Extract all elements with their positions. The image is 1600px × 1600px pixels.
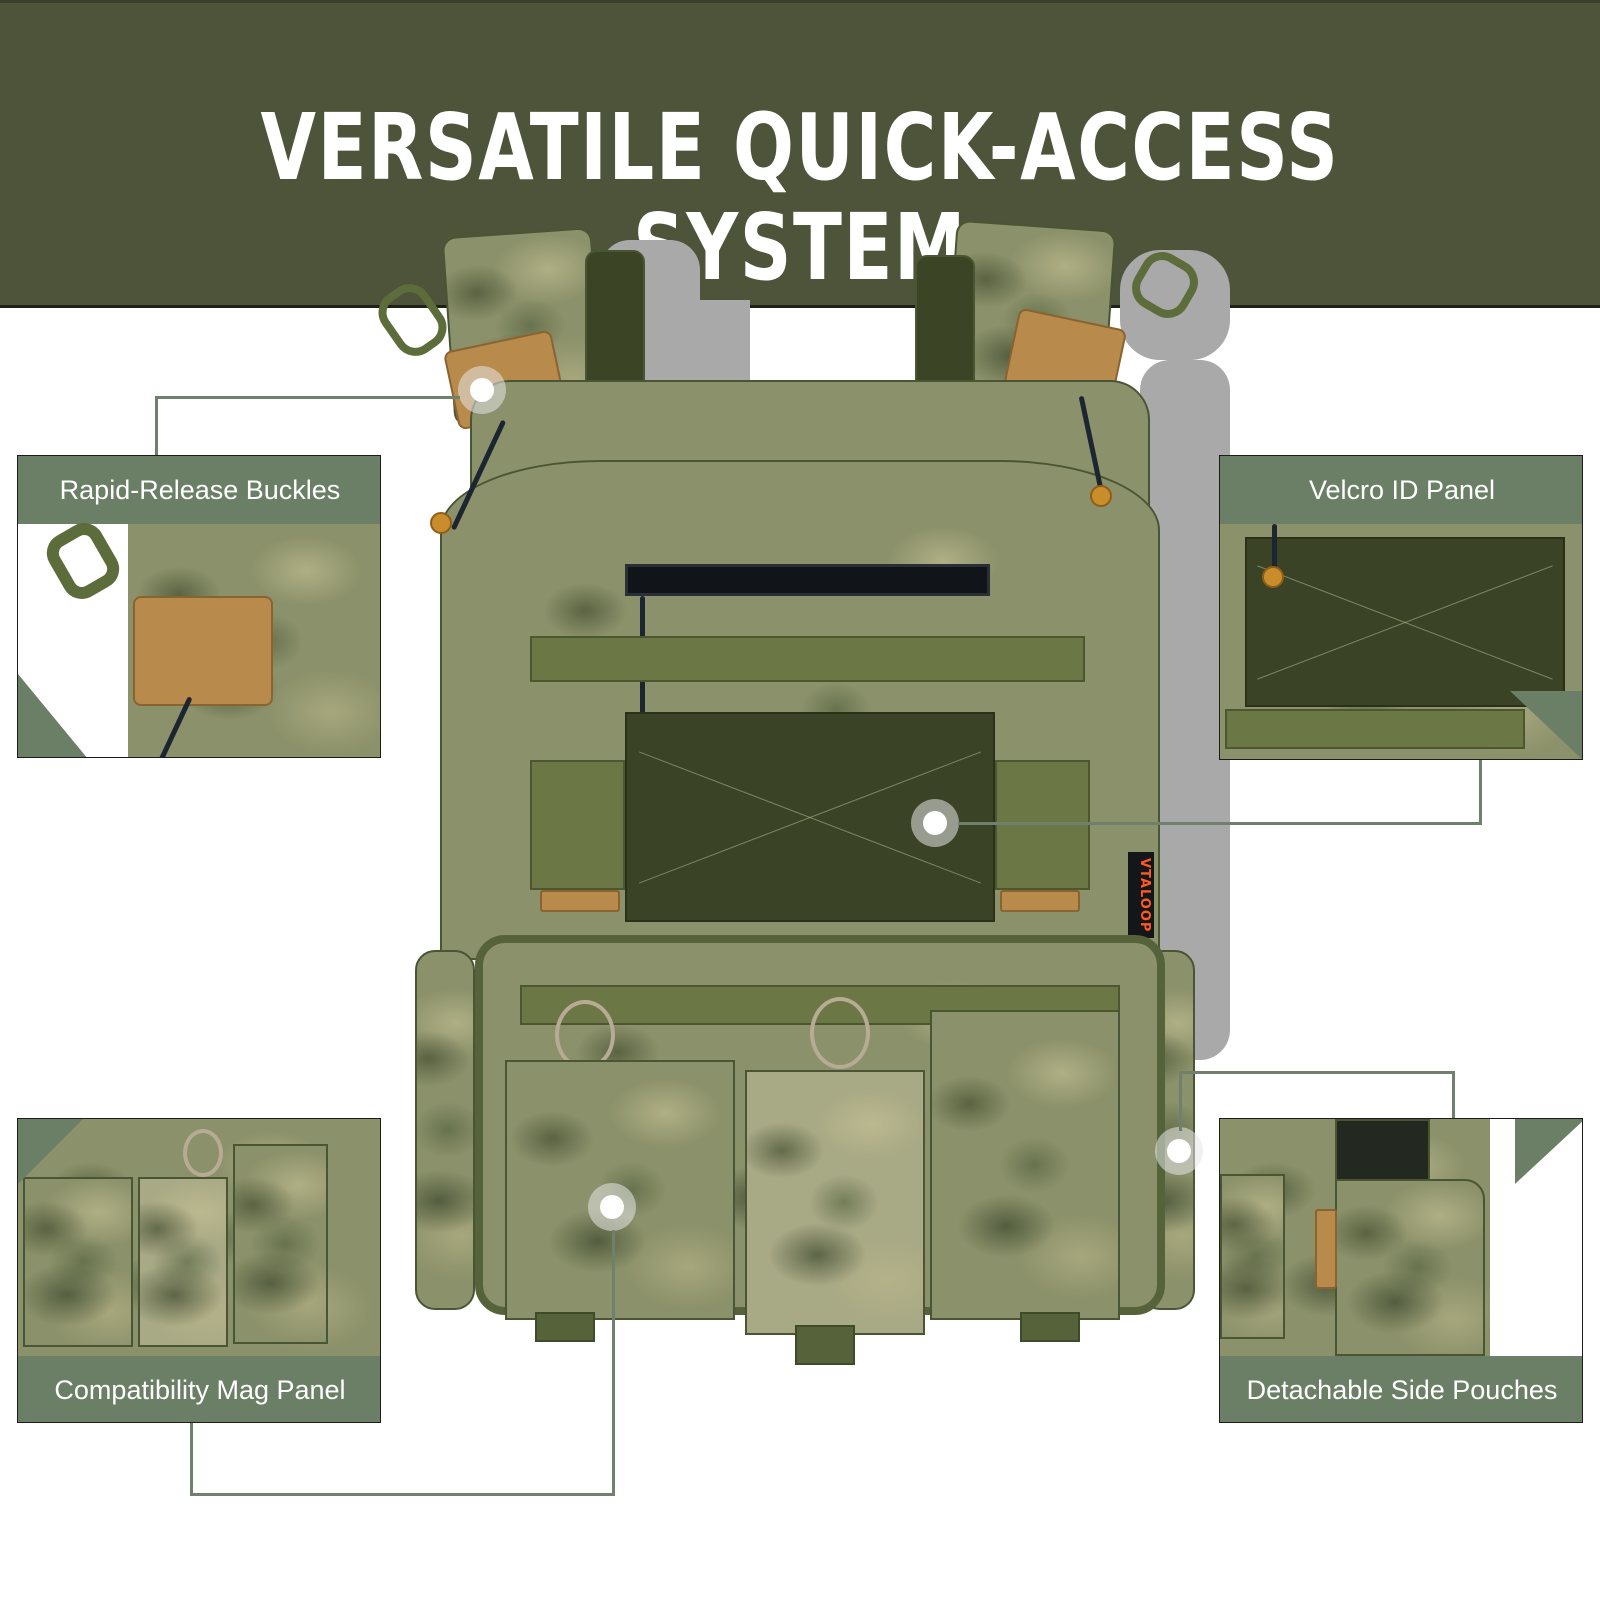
bottom-tab (1020, 1312, 1080, 1342)
vest-shadow (640, 300, 750, 380)
buckle-closeup-photo (128, 524, 380, 757)
mag-pouch-2 (745, 1070, 925, 1335)
feature-card-mag-panel: Compatibility Mag Panel (17, 1118, 381, 1423)
callout-line-side-pouches (1179, 1071, 1454, 1074)
side-closeup-mesh (1335, 1119, 1430, 1189)
side-closeup-buckle (1315, 1209, 1337, 1289)
side-pouch-hotspot[interactable] (1155, 1127, 1203, 1175)
callout-line-mag-panel (612, 1230, 615, 1495)
header-banner: VERSATILE QUICK-ACCESS SYSTEM (0, 0, 1600, 308)
folded-corner (18, 674, 88, 757)
bottom-tab (795, 1325, 855, 1365)
callout-line-buckles (155, 396, 460, 399)
callout-line-side-pouches (1452, 1071, 1455, 1121)
callout-line-velcro (958, 822, 1480, 825)
right-cord-knot (1090, 485, 1112, 507)
folded-corner (18, 1119, 83, 1184)
admin-zipper-pocket (625, 564, 990, 596)
velcro-closeup-webbing (1225, 709, 1525, 749)
right-elastic-band (995, 760, 1090, 890)
right-ladder-lock (1000, 890, 1080, 912)
mag-closeup-ring (183, 1129, 223, 1177)
mag-closeup-pouch-2 (138, 1177, 228, 1347)
feature-label-side-pouches: Detachable Side Pouches (1220, 1356, 1582, 1422)
feature-label-buckles: Rapid-Release Buckles (18, 456, 380, 524)
velcro-panel-hotspot[interactable] (911, 799, 959, 847)
buckle-hotspot[interactable] (458, 366, 506, 414)
callout-line-mag-panel (190, 1418, 193, 1496)
mag-closeup-pouch-3 (233, 1144, 328, 1344)
mag-closeup-pouch-1 (23, 1177, 133, 1347)
folded-corner (1510, 691, 1582, 759)
feature-card-side-pouches: Detachable Side Pouches (1219, 1118, 1583, 1423)
left-cummerbund (415, 950, 475, 1310)
side-closeup-pouch (1220, 1174, 1285, 1339)
velcro-closeup-cord (1272, 524, 1277, 569)
callout-line-side-pouches (1179, 1071, 1182, 1131)
velcro-closeup-photo (1220, 524, 1582, 759)
brand-tag: VTALOOP (1128, 852, 1154, 938)
left-elastic-band (530, 760, 625, 890)
velcro-closeup-knot (1262, 566, 1284, 588)
callout-line-mag-panel (190, 1493, 615, 1496)
left-strap-mesh (585, 250, 645, 400)
molle-webbing (530, 636, 1085, 682)
feature-label-mag-panel: Compatibility Mag Panel (18, 1356, 380, 1422)
feature-card-velcro: Velcro ID Panel (1219, 455, 1583, 760)
feature-card-buckles: Rapid-Release Buckles (17, 455, 381, 758)
left-cord-knot (430, 512, 452, 534)
side-pouch-closeup-photo (1220, 1119, 1490, 1356)
mag-pouch-3 (930, 1010, 1120, 1320)
buckle-closeup (133, 596, 273, 706)
shock-cord-loop-right (810, 997, 870, 1069)
side-closeup-cummerbund (1335, 1179, 1485, 1356)
buckle-closeup-loop (39, 515, 127, 607)
vest-shadow (1120, 250, 1230, 360)
bottom-tab (535, 1312, 595, 1342)
velcro-closeup-patch (1245, 537, 1565, 707)
left-ladder-lock (540, 890, 620, 912)
folded-corner (1515, 1119, 1582, 1184)
headline: VERSATILE QUICK-ACCESS SYSTEM (260, 94, 1340, 301)
callout-line-buckles (155, 396, 158, 456)
mag-panel-hotspot[interactable] (588, 1183, 636, 1231)
feature-label-velcro: Velcro ID Panel (1220, 456, 1582, 524)
callout-line-velcro (1479, 758, 1482, 825)
